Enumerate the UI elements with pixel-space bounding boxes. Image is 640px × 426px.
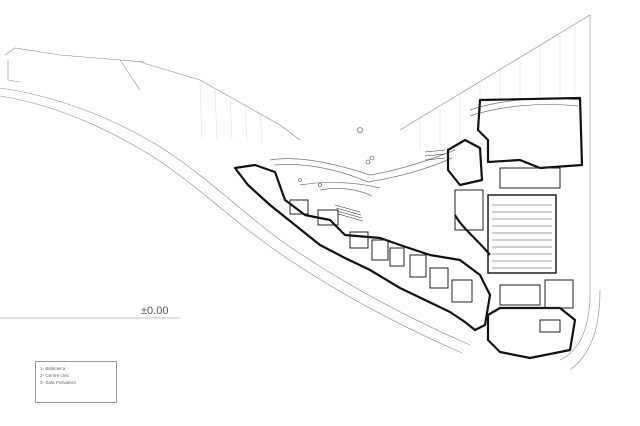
site-context: [0, 14, 601, 371]
legend-box: 1- Biblioteca 2- Centre civic 3- Sala Po…: [35, 361, 117, 403]
terrace-ramp: [269, 98, 581, 197]
auditorium-seating: [487, 194, 557, 274]
site-details: [298, 127, 375, 187]
site-hatching: [199, 27, 576, 150]
stairs: [334, 149, 446, 222]
interior-partitions: [289, 167, 574, 333]
legend-item-sala-polivalent: 3- Sala Polivalent: [40, 380, 76, 385]
legend-item-centre-civic: 2- Centre civic: [40, 373, 70, 378]
level-elevation-label: ±0.00: [141, 305, 169, 317]
building-walls: [233, 96, 584, 360]
legend-item-biblioteca: 1- Biblioteca: [40, 366, 66, 371]
